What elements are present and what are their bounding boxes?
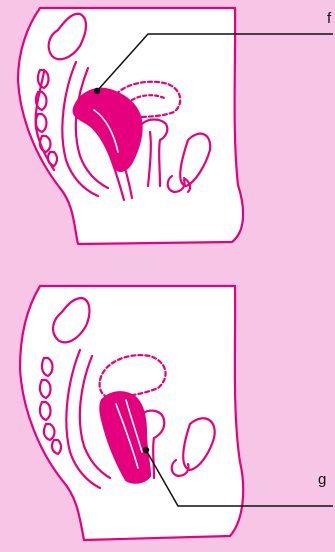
top-pelvis-panel (18, 8, 243, 244)
bottom-leader-dot (143, 447, 149, 453)
label-g: g (318, 472, 326, 487)
label-f: f (327, 11, 331, 26)
bottom-pelvis-panel (20, 286, 243, 540)
top-leader-dot (94, 88, 100, 94)
